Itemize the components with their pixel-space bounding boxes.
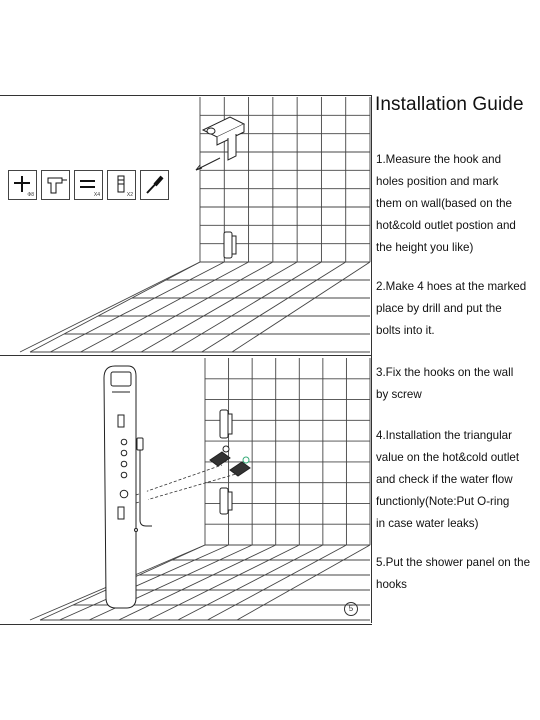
step-line: hooks	[376, 578, 407, 591]
step-line: in case water leaks)	[376, 517, 479, 530]
drill-icon	[47, 177, 67, 194]
column-divider	[371, 95, 372, 623]
installation-illustration	[19, 97, 371, 621]
tool-box-3: X4	[74, 170, 103, 200]
hook-bracket-top	[201, 116, 246, 161]
wall-corner-bottom	[29, 358, 371, 621]
wall-corner-top	[19, 97, 371, 353]
triangle-valve-hot	[209, 445, 231, 467]
step-2: 2.Make 4 hoes at the marked place by dri…	[376, 276, 540, 342]
hook-lower-top	[223, 231, 237, 259]
step-line: them on wall(based on the	[376, 197, 512, 210]
step-line: 3.Fix the hooks on the wall	[376, 366, 514, 379]
step-1: 1.Measure the hook and holes position an…	[376, 149, 540, 259]
step-line: 2.Make 4 hoes at the marked	[376, 280, 527, 293]
tool-label: Ф8	[27, 192, 34, 198]
screws-icon	[80, 180, 95, 188]
connection-guide-lines	[135, 464, 237, 504]
screwdriver-icon	[146, 175, 164, 194]
step-line: bolts into it.	[376, 324, 435, 337]
shower-panel	[103, 365, 152, 609]
panel-divider	[0, 355, 372, 356]
step-4: 4.Installation the triangular value on t…	[376, 425, 540, 535]
step-line: the height you like)	[376, 241, 474, 254]
bolt-icon	[117, 175, 125, 193]
step-line: holes position and mark	[376, 175, 499, 188]
step-line: hot&cold outlet postion and	[376, 219, 516, 232]
step-line: 4.Installation the triangular	[376, 429, 512, 442]
illustration-frame	[0, 95, 372, 625]
tool-box-4: X2	[107, 170, 136, 200]
step-line: 1.Measure the hook and	[376, 153, 502, 166]
cross-screwdriver-icon	[14, 176, 30, 192]
tool-label: X2	[126, 192, 133, 198]
step-3: 3.Fix the hooks on the wall by screw	[376, 362, 540, 406]
step-5: 5.Put the shower panel on the hooks	[376, 552, 540, 596]
step-line: and check if the water flow	[376, 473, 513, 486]
tool-box-2	[41, 170, 70, 200]
step-line: by screw	[376, 388, 422, 401]
tool-box-5	[140, 170, 169, 200]
hook-upper-bottom	[219, 409, 233, 439]
guide-title: Installation Guide	[375, 94, 524, 115]
tool-label: X4	[93, 192, 100, 198]
step-line: 5.Put the shower panel on the	[376, 556, 531, 569]
step-line: place by drill and put the	[376, 302, 502, 315]
figure-number-badge: 5	[344, 602, 358, 616]
tool-box-1: Ф8	[8, 170, 37, 200]
step-line: functionly(Note:Put O-ring	[376, 495, 510, 508]
triangle-valve-cold	[229, 456, 251, 477]
step-line: value on the hot&cold outlet	[376, 451, 520, 464]
drill-direction-arrow	[195, 157, 221, 171]
hook-lower-bottom	[219, 487, 233, 515]
